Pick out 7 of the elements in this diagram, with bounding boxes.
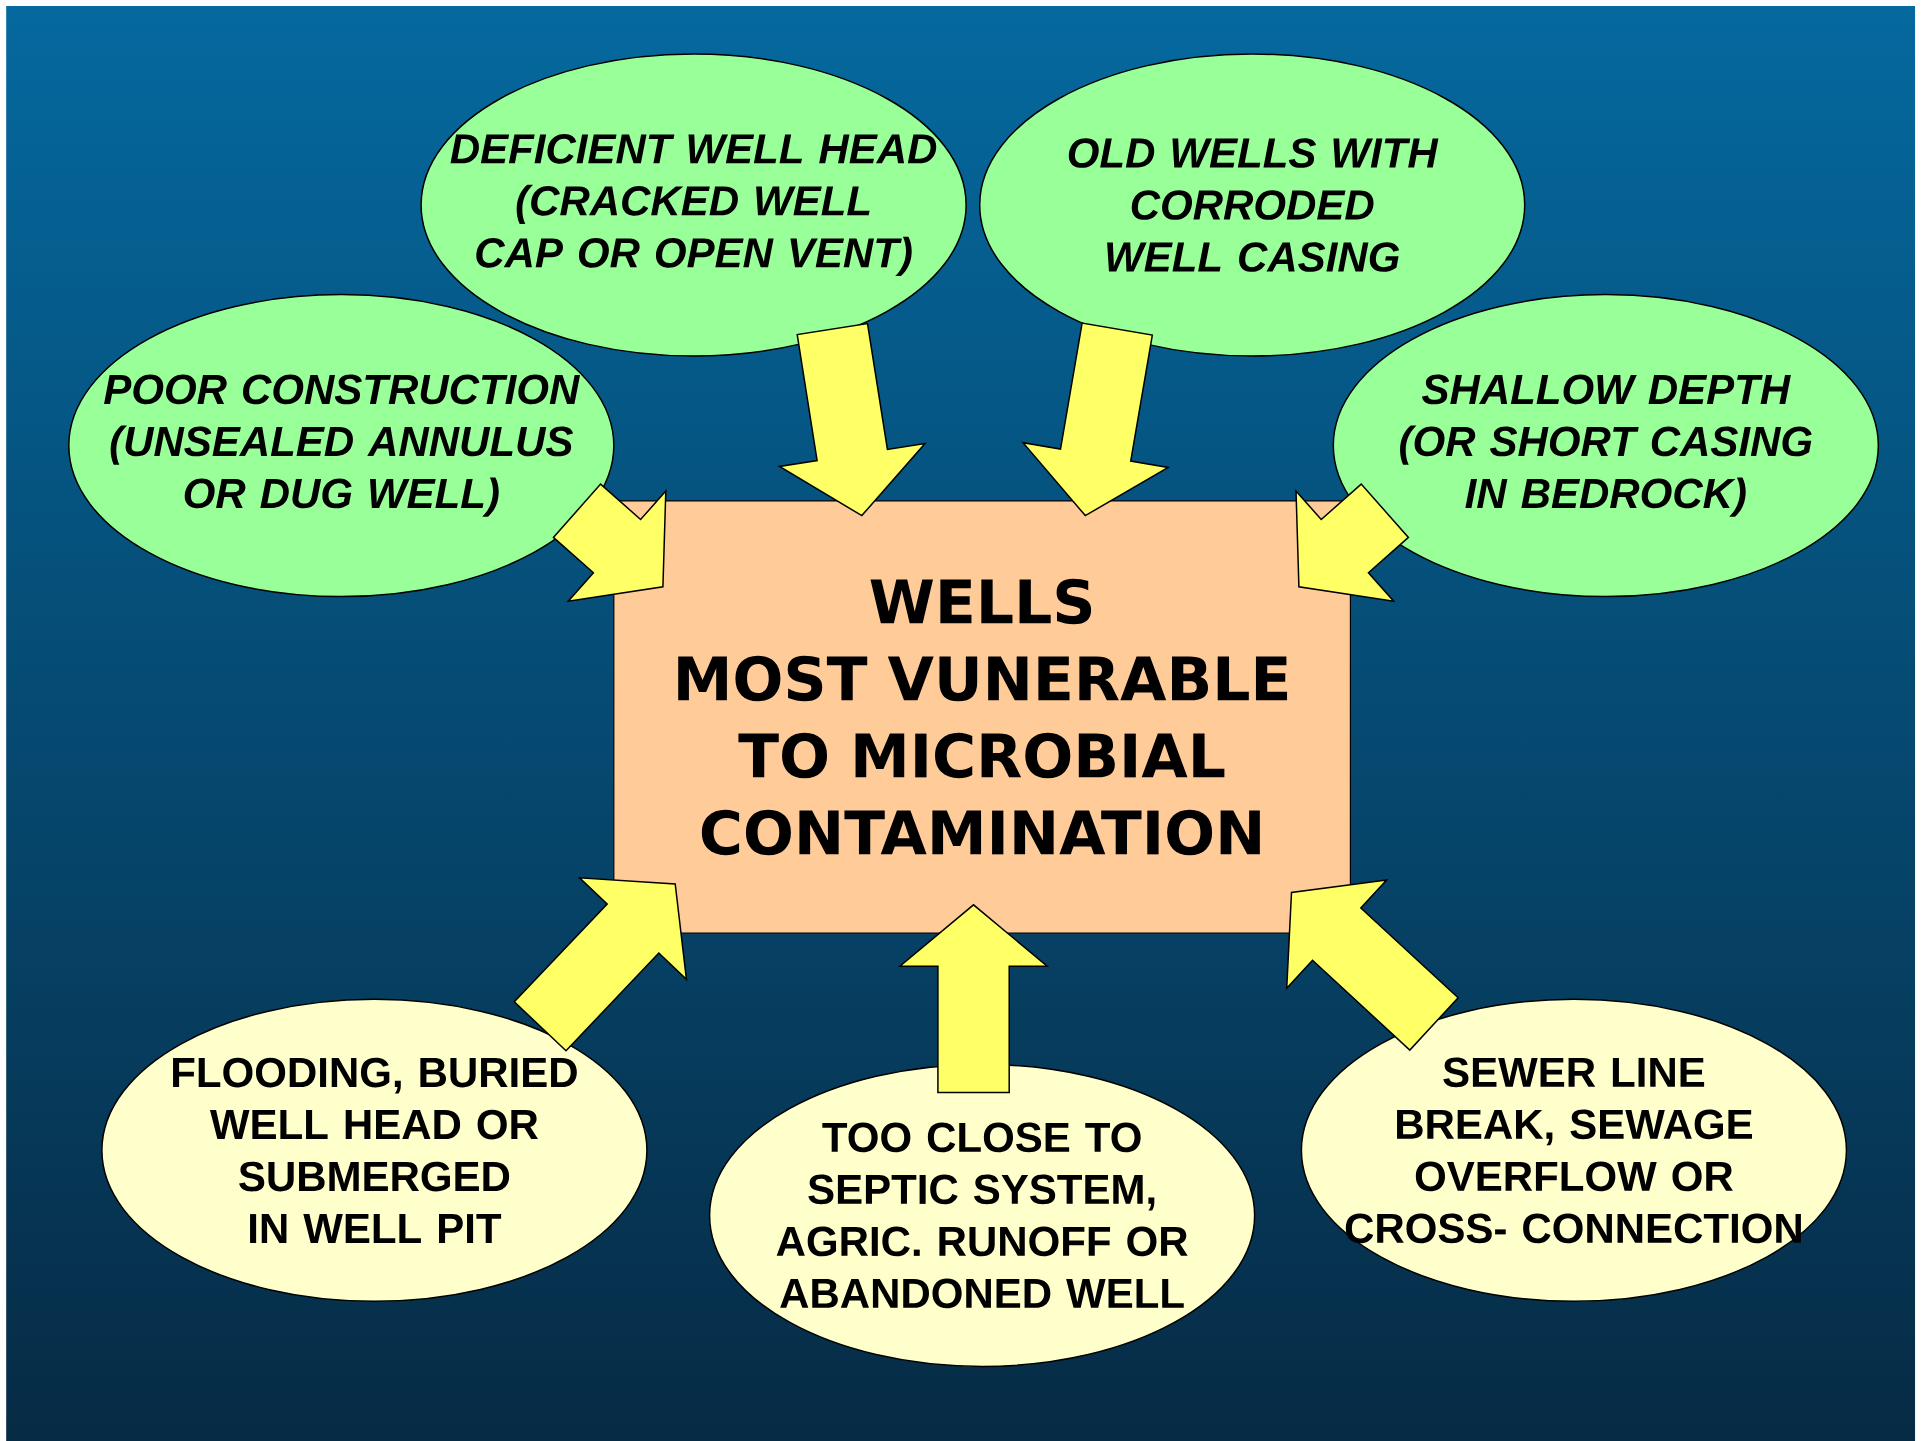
- block-arrow: [777, 322, 927, 517]
- block-arrow: [552, 483, 667, 603]
- block-arrow: [1021, 322, 1171, 517]
- title-box: WELLS MOST VUNERABLE TO MICROBIAL CONTAMINATION: [613, 500, 1351, 934]
- block-arrow: [897, 903, 1050, 1094]
- block-arrow: [513, 876, 688, 1052]
- block-arrow: [1295, 483, 1410, 603]
